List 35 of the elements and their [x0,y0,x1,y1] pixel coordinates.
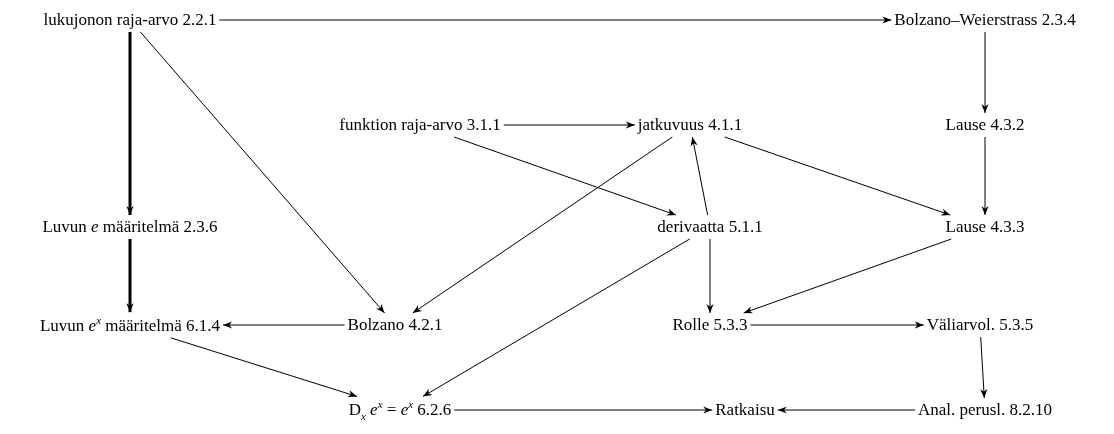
arrow [139,31,386,314]
node-label: Bolzano–Weierstrass 2.3.4 [891,8,1079,32]
node-label: Lause 4.3.2 [942,113,1028,137]
arrow [170,337,358,398]
node-label: jatkuvuus 4.1.1 [634,113,746,137]
arrow [126,239,134,313]
node-label: derivaatta 5.1.1 [654,215,766,239]
node-label: Anal. perusl. 8.2.10 [914,398,1056,422]
arrow [503,121,636,129]
arrow [743,238,952,314]
arrow [981,136,989,216]
arrow [222,321,346,329]
node-label: Luvun e määritelmä 2.3.6 [39,215,221,239]
arrow [981,31,989,114]
arrow [724,136,951,216]
node-label: lukujonon raja-arvo 2.2.1 [40,8,220,32]
arrow [126,32,134,215]
arrow [412,136,673,314]
node-label: funktion raja-arvo 3.1.1 [336,113,504,137]
arrow [706,238,714,314]
arrow [777,406,916,414]
arrow [980,336,988,399]
arrow [422,238,691,397]
arrow [453,136,677,216]
node-label: Ratkaisu [712,398,778,422]
node-label: Väliarvol. 5.3.5 [923,313,1037,337]
arrow [750,321,925,329]
arrow [690,136,709,216]
arrow [453,406,713,414]
node-label: Luvun e$^{x}$ määritelmä 6.1.4 [37,312,223,338]
node-label: Lause 4.3.3 [942,215,1028,239]
arrow [218,16,892,24]
node-label: Bolzano 4.2.1 [344,313,446,337]
node-label: Rolle 5.3.3 [669,313,751,337]
node-label: D$_{x}$ e$^{x}$ = e$^{x}$ 6.2.6 [345,396,455,424]
